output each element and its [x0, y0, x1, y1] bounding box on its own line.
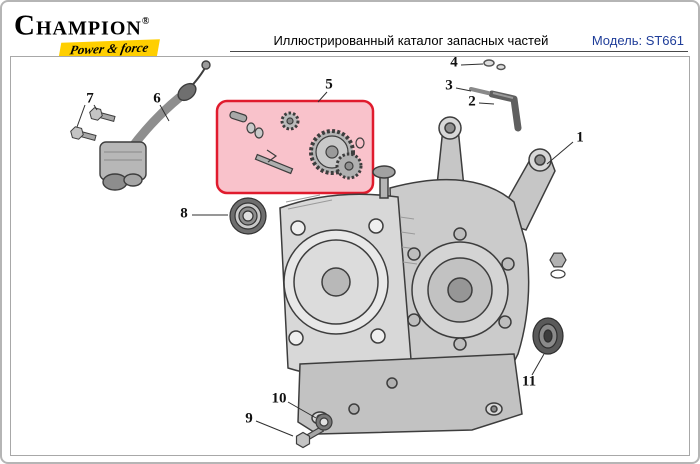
callout-1[interactable]: 1	[576, 129, 584, 146]
callout-9[interactable]: 9	[245, 410, 253, 427]
leader-line-7	[93, 104, 98, 111]
leader-line-11	[531, 353, 545, 376]
brand-name: Champion®	[14, 8, 222, 40]
brand-logo: Champion® Power & force	[14, 6, 222, 61]
leader-line-1	[546, 141, 574, 165]
leader-line-2	[478, 102, 495, 105]
side-plug-illustration	[549, 252, 567, 279]
leader-line-6	[159, 104, 170, 122]
callout-7[interactable]: 7	[86, 90, 94, 107]
ignition-coil-illustration	[99, 60, 211, 191]
callout-3[interactable]: 3	[445, 77, 453, 94]
model-label: Модель: ST661	[591, 33, 684, 48]
callout-4[interactable]: 4	[450, 54, 458, 71]
header: Champion® Power & force Иллюстрированный…	[14, 6, 688, 61]
pin-illustration	[469, 87, 490, 95]
callout-5[interactable]: 5	[325, 76, 333, 93]
governor-gear-group	[229, 110, 365, 180]
callout-8[interactable]: 8	[180, 205, 188, 222]
callout-2[interactable]: 2	[468, 93, 476, 110]
leader-line-4	[460, 63, 484, 66]
callout-10[interactable]: 10	[271, 390, 287, 407]
callout-11[interactable]: 11	[521, 373, 537, 390]
leader-line-10	[287, 401, 317, 419]
header-rule: Иллюстрированный каталог запасных частей…	[230, 6, 688, 52]
mounting-bolts-illustration	[70, 107, 116, 141]
brand-text: Champion	[14, 9, 142, 42]
bearing-illustration	[229, 197, 267, 235]
callout-6[interactable]: 6	[153, 90, 161, 107]
washers-illustration	[483, 59, 506, 71]
leader-line-3	[455, 87, 472, 92]
oil-seal-illustration	[532, 317, 564, 355]
crank-lever-illustration	[488, 90, 522, 132]
leader-line-5	[317, 91, 328, 103]
washer-illustration	[315, 413, 333, 431]
catalog-title: Иллюстрированный каталог запасных частей	[273, 33, 549, 48]
leader-lines	[76, 63, 574, 437]
registered-mark: ®	[141, 16, 150, 27]
leader-line-7	[76, 104, 86, 128]
leader-line-9	[255, 420, 294, 437]
